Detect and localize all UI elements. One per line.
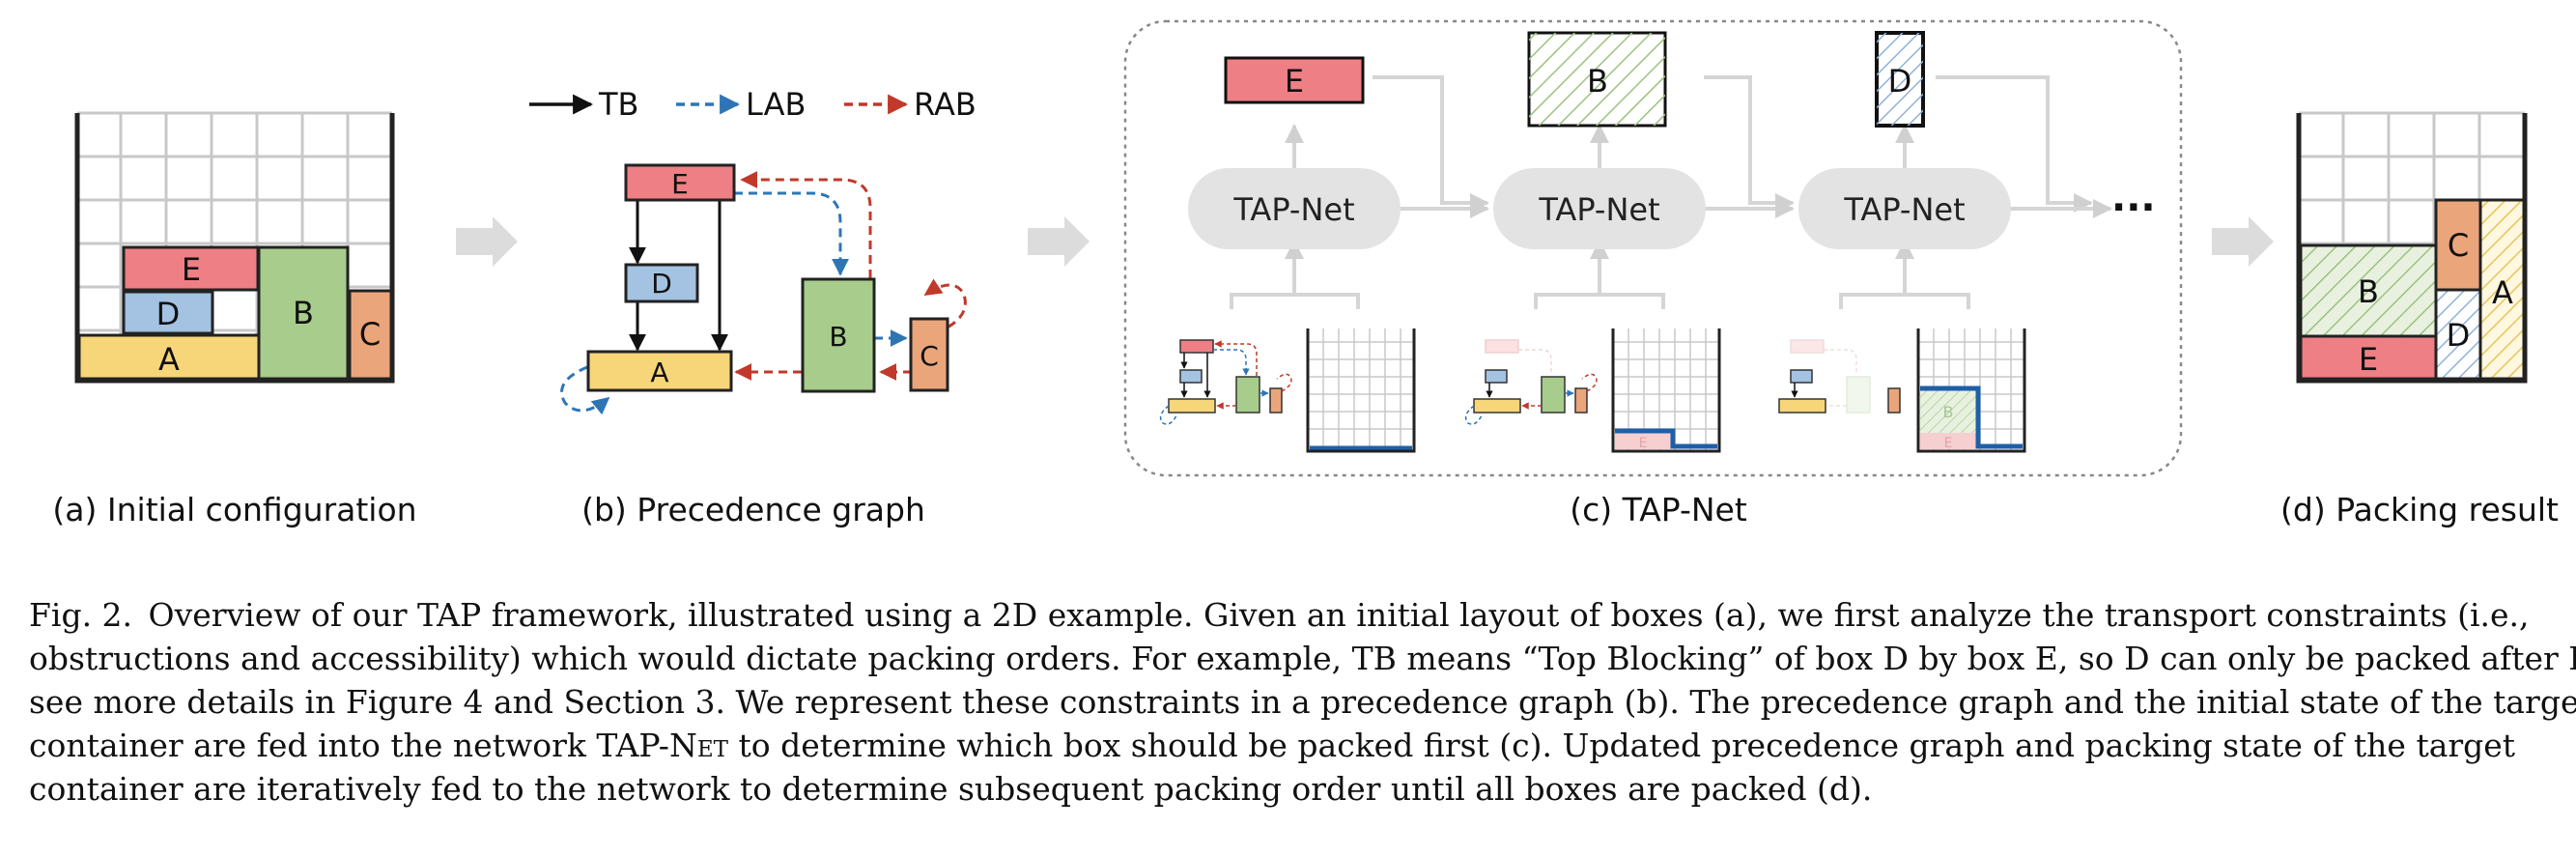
result-box-c <box>2434 198 2482 292</box>
mini-container-1 <box>1306 328 1416 453</box>
precedence-graph: E D A B C <box>560 163 967 415</box>
node-a-label: A <box>650 357 668 388</box>
output-b-label: B <box>1587 63 1608 100</box>
box-a <box>77 333 261 381</box>
result-c-label: C <box>2448 227 2469 264</box>
node-b <box>801 277 876 393</box>
sublabel-d: (d) Packing result <box>2280 491 2559 528</box>
caption-net: Net <box>668 727 728 764</box>
result-a-label: A <box>2492 274 2513 311</box>
legend-lab: LAB <box>746 86 806 123</box>
mini-e-label-2: E <box>1639 436 1648 451</box>
mini-container-3: B E <box>1916 328 2026 453</box>
node-b-label: B <box>829 321 847 353</box>
mini-graph-2 <box>1464 339 1598 425</box>
packing-result-panel: E B D C A <box>2296 111 2528 384</box>
node-d-label: D <box>651 268 672 300</box>
figure-caption: Fig. 2. Overview of our TAP framework, i… <box>29 593 2576 811</box>
box-e-label: E <box>182 251 201 288</box>
node-d <box>624 263 699 303</box>
result-e-label: E <box>2359 341 2378 378</box>
edge-legend: TB LAB RAB <box>529 86 977 123</box>
framework-figure: A D E B C TB LAB RAB E <box>74 19 2528 477</box>
tapnet-node-1 <box>1188 168 1401 249</box>
ellipsis: ··· <box>2111 185 2156 230</box>
sublabel-b: (b) Precedence graph <box>581 491 925 528</box>
node-e <box>624 163 736 202</box>
caption-line-3: see more details in Figure 4 and Section… <box>29 683 2576 721</box>
node-c-label: C <box>920 340 939 372</box>
legend-rab: RAB <box>914 86 977 123</box>
caption-line-4: container are fed into the network TAP-N… <box>29 724 2550 767</box>
tapnet-frame <box>1123 19 2183 477</box>
box-a-label: A <box>158 341 180 378</box>
output-d-label: D <box>1888 63 1912 100</box>
mini-graph-1 <box>1159 339 1292 425</box>
tapnet-label-2: TAP-Net <box>1538 191 1659 228</box>
box-b <box>257 245 350 381</box>
caption-line-2: obstructions and accessibility) which wo… <box>29 640 2576 677</box>
flow-arrow-2 <box>1028 216 1090 267</box>
tapnet-node-3 <box>1798 168 2011 249</box>
tapnet-label-3: TAP-Net <box>1843 191 1965 228</box>
caption-line-4-post: to determine which box should be packed … <box>727 727 2516 764</box>
flow-arrow-3 <box>2212 216 2274 267</box>
mini-container-2: E <box>1611 328 1721 453</box>
container-walls <box>74 113 395 384</box>
result-d-label: D <box>2447 317 2471 354</box>
initial-configuration-panel: A D E B C <box>74 111 395 384</box>
output-box-e <box>1224 56 1365 104</box>
caption-line-1: Fig. 2. Overview of our TAP framework, i… <box>29 596 2530 634</box>
node-a <box>586 350 733 392</box>
flow-arrow-1 <box>456 216 518 267</box>
caption-tap: TAP- <box>596 727 669 764</box>
node-e-label: E <box>671 168 689 200</box>
box-b-label: B <box>293 295 314 331</box>
caption-line-4-pre: container are fed into the network <box>29 727 597 764</box>
box-d-label: D <box>156 296 181 332</box>
legend-tb: TB <box>598 86 639 123</box>
result-b-label: B <box>2358 273 2379 310</box>
mini-b-label-3: B <box>1943 403 1954 421</box>
box-d <box>122 290 214 335</box>
tapnet-node-2 <box>1493 168 1706 249</box>
mini-graph-3 <box>1778 339 1901 414</box>
tapnet-panel: E B D TAP-Net TAP-Net TAP-Net ··· <box>1123 19 2183 477</box>
tapnet-label-1: TAP-Net <box>1232 191 1354 228</box>
result-container-walls <box>2296 113 2528 384</box>
output-e-label: E <box>1285 63 1304 100</box>
caption-line-5: container are iteratively fed to the net… <box>29 770 1873 808</box>
box-c-label: C <box>359 316 381 353</box>
mini-e-label-3: E <box>1944 436 1953 451</box>
node-c <box>909 317 949 392</box>
sublabel-c: (c) TAP-Net <box>1570 491 1747 528</box>
sublabel-a: (a) Initial configuration <box>52 491 417 528</box>
